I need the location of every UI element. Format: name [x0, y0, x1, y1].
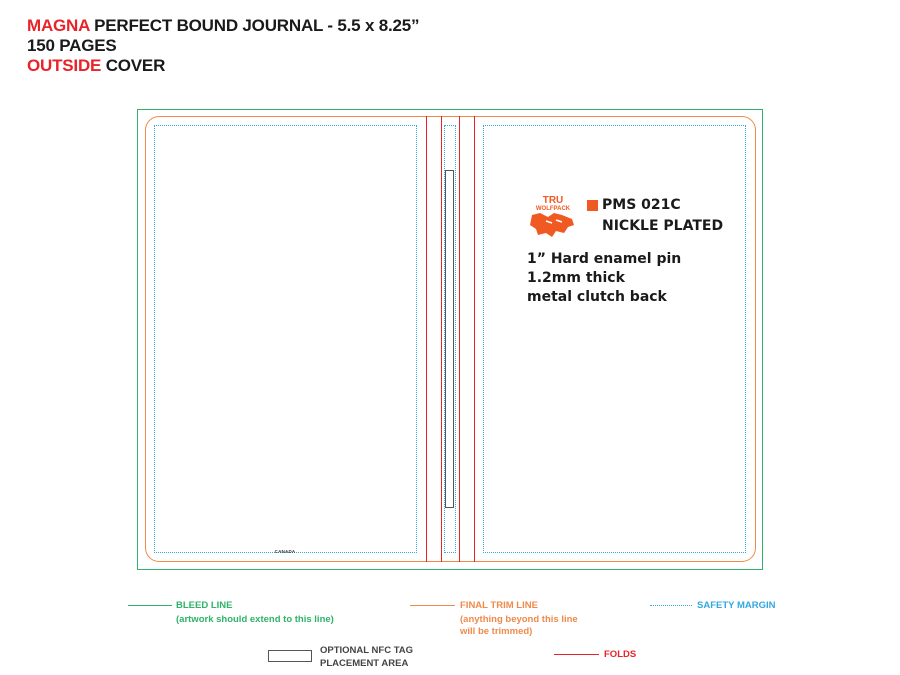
side-label: OUTSIDE [27, 56, 102, 75]
finish-label: NICKLE PLATED [602, 218, 724, 234]
trim-line-note-2: will be trimmed) [460, 626, 533, 637]
nfc-title-2: PLACEMENT AREA [320, 658, 409, 669]
folds-sample [554, 654, 599, 655]
fold-line-2 [441, 116, 442, 562]
wolf-logo: TRU WOLFPACK [530, 195, 574, 237]
folds-title: FOLDS [604, 649, 637, 660]
trim-line-title: FINAL TRIM LINE [460, 600, 538, 611]
spec-size: 1” Hard enamel pin [527, 251, 682, 267]
trim-line-front-cover [474, 116, 756, 562]
safety-margin-sample [650, 605, 692, 606]
safety-margin-spine [444, 125, 456, 553]
bleed-line-sample [128, 605, 172, 606]
trim-line-spine [426, 116, 474, 562]
cover-label: COVER [101, 56, 166, 75]
bleed-line-box [137, 109, 763, 570]
product-name: PERFECT BOUND JOURNAL - 5.5 x 8.25” [89, 16, 420, 35]
page-count: 150 PAGES [27, 36, 117, 55]
logo-text-wolfpack: WOLFPACK [536, 206, 571, 212]
fold-line-3 [459, 116, 460, 562]
safety-margin-title: SAFETY MARGIN [697, 600, 776, 611]
trim-line-note-1: (anything beyond this line [460, 614, 578, 625]
fold-line-1 [426, 116, 427, 562]
spec-thickness: 1.2mm thick [527, 270, 625, 286]
pms-color-swatch [587, 200, 598, 211]
pms-label: PMS 021C [602, 197, 681, 213]
nfc-tag-area [445, 170, 454, 508]
spec-back: metal clutch back [527, 289, 667, 305]
bleed-line-note: (artwork should extend to this line) [176, 614, 334, 625]
title-line-3: OUTSIDE COVER [27, 56, 165, 75]
back-cover-text: CANADA [274, 549, 296, 554]
safety-margin-front [483, 125, 746, 553]
trim-line-back-cover [145, 116, 426, 562]
nfc-title-1: OPTIONAL NFC TAG [320, 645, 414, 656]
title-line-1: MAGNA PERFECT BOUND JOURNAL - 5.5 x 8.25… [27, 16, 420, 35]
bleed-line-title: BLEED LINE [176, 600, 233, 611]
trim-line-sample [410, 605, 455, 606]
brand-name: MAGNA [27, 16, 90, 35]
fold-line-4 [474, 116, 475, 562]
wolf-head-icon [530, 213, 574, 237]
safety-margin-back [154, 125, 417, 553]
nfc-sample-box [268, 650, 312, 662]
logo-text-tru: TRU [543, 195, 564, 206]
